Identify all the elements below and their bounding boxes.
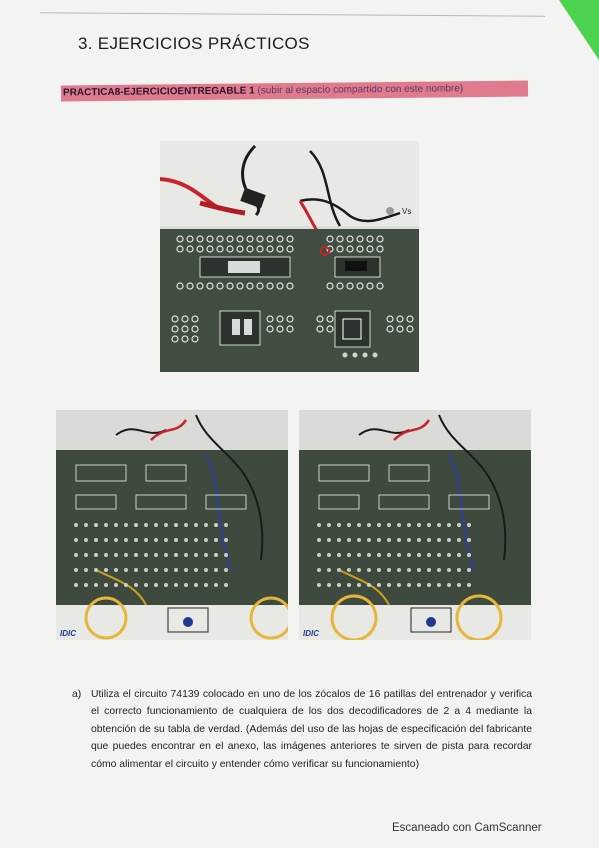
- exercise-text: Utiliza el circuito 74139 colocado en un…: [91, 689, 532, 770]
- exercise-a: a) Utiliza el circuito 74139 colocado en…: [72, 686, 532, 773]
- banner-main-text: PRACTICA8-EJERCICIOENTREGABLE 1: [62, 85, 255, 99]
- exercise-marker: a): [72, 689, 82, 700]
- terminal-vs-label: Vs: [402, 207, 411, 216]
- photo-trainer-right: IDIC: [299, 410, 531, 640]
- practice-banner: PRACTICA8-EJERCICIOENTREGABLE 1 (subir a…: [60, 80, 529, 102]
- terminal-minus-label: −: [233, 208, 237, 215]
- section-title: 3. EJERCICIOS PRÁCTICOS: [78, 34, 310, 53]
- page-corner-mark: [559, 0, 599, 60]
- photo-trainer-closeup: − Vs: [160, 141, 419, 372]
- scanner-watermark: Escaneado con CamScanner: [392, 822, 542, 834]
- scan-top-edge: [40, 12, 545, 17]
- photo-trainer-left: IDIC: [56, 410, 288, 640]
- banner-note-text: (subir al espacio compartido con este no…: [254, 83, 464, 97]
- brand-logo-right: IDIC: [303, 629, 319, 638]
- brand-logo-left: IDIC: [60, 629, 76, 638]
